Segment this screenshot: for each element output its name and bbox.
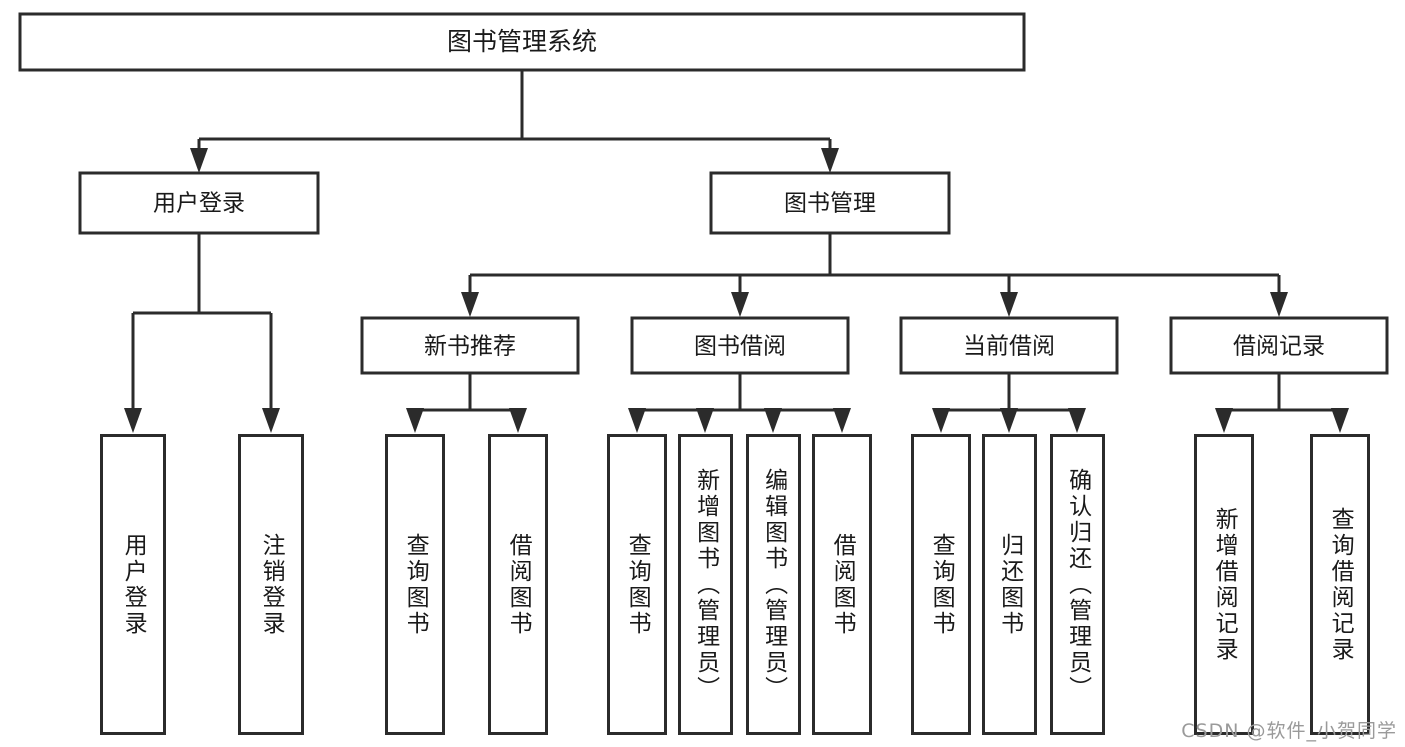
- leaf-currentborrow-return-book[interactable]: 归还图书: [982, 434, 1037, 735]
- leaf-newbook-query-book[interactable]: 查询图书: [385, 434, 445, 735]
- node-borrow-record-label: 借阅记录: [1233, 334, 1325, 360]
- arrowhead-newbook-leaf-2: [509, 408, 527, 433]
- arrowhead-to-borrow-record: [1270, 292, 1288, 317]
- node-user-login-label: 用户登录: [153, 191, 245, 217]
- leaf-label: 查询借阅记录: [1327, 506, 1354, 663]
- leaf-label: 新增图书（管理员）: [692, 467, 719, 702]
- arrowhead-to-current-borrow: [1000, 292, 1018, 317]
- leaf-label: 用户登录: [120, 532, 147, 637]
- node-new-book-recommend-box[interactable]: [360, 316, 580, 375]
- arrowhead-currentborrow-leaf-1: [932, 408, 950, 433]
- node-book-management-label: 图书管理: [784, 191, 876, 217]
- arrowhead-to-new-book: [461, 292, 479, 317]
- arrowhead-borrowrecord-leaf-1: [1215, 408, 1233, 433]
- leaf-label: 归还图书: [996, 532, 1023, 637]
- leaf-bookborrow-borrow-book[interactable]: 借阅图书: [812, 434, 872, 735]
- node-root[interactable]: 图书管理系统: [18, 12, 1026, 72]
- arrowhead-to-user-login: [190, 148, 208, 173]
- arrowhead-to-book-borrow: [731, 292, 749, 317]
- node-root-box[interactable]: [18, 12, 1026, 72]
- node-new-book-recommend-label: 新书推荐: [424, 334, 516, 360]
- arrowhead-userlogin-leaf-1: [124, 408, 142, 433]
- leaf-currentborrow-query-book[interactable]: 查询图书: [911, 434, 971, 735]
- arrowhead-to-book-manage: [821, 148, 839, 173]
- leaf-bookborrow-add-book-admin[interactable]: 新增图书（管理员）: [678, 434, 733, 735]
- leaf-user-login-logout[interactable]: 注销登录: [238, 434, 304, 735]
- node-user-login[interactable]: 用户登录: [78, 171, 320, 235]
- arrowhead-borrowrecord-leaf-2: [1331, 408, 1349, 433]
- node-borrow-record[interactable]: 借阅记录: [1169, 316, 1389, 375]
- leaf-bookborrow-query-book[interactable]: 查询图书: [607, 434, 667, 735]
- leaf-label: 新增借阅记录: [1211, 506, 1238, 663]
- node-book-borrow-label: 图书借阅: [694, 334, 786, 360]
- arrowhead-bookborrow-leaf-4: [833, 408, 851, 433]
- leaf-label: 查询图书: [402, 532, 429, 637]
- leaf-label: 查询图书: [928, 532, 955, 637]
- node-book-borrow[interactable]: 图书借阅: [630, 316, 850, 375]
- arrowhead-newbook-leaf-1: [406, 408, 424, 433]
- arrowhead-userlogin-leaf-2: [262, 408, 280, 433]
- leaf-label: 借阅图书: [505, 532, 532, 637]
- node-book-management[interactable]: 图书管理: [709, 171, 951, 235]
- node-root-label: 图书管理系统: [447, 27, 597, 56]
- leaf-borrowrecord-add-record[interactable]: 新增借阅记录: [1194, 434, 1254, 735]
- leaf-label: 注销登录: [258, 532, 285, 637]
- leaf-label: 确认归还（管理员）: [1064, 467, 1091, 702]
- leaf-newbook-borrow-book[interactable]: 借阅图书: [488, 434, 548, 735]
- leaf-bookborrow-edit-book-admin[interactable]: 编辑图书（管理员）: [746, 434, 801, 735]
- arrowhead-bookborrow-leaf-3: [764, 408, 782, 433]
- leaf-label: 借阅图书: [829, 532, 856, 637]
- leaf-label: 编辑图书（管理员）: [760, 467, 787, 702]
- node-current-borrow-label: 当前借阅: [963, 334, 1055, 360]
- arrowhead-currentborrow-leaf-3: [1068, 408, 1086, 433]
- leaf-user-login-login[interactable]: 用户登录: [100, 434, 166, 735]
- leaf-label: 查询图书: [624, 532, 651, 637]
- node-new-book-recommend[interactable]: 新书推荐: [360, 316, 580, 375]
- leaf-currentborrow-confirm-return-admin[interactable]: 确认归还（管理员）: [1050, 434, 1105, 735]
- watermark-text: CSDN @软件_小贺同学: [1181, 720, 1397, 742]
- arrowhead-bookborrow-leaf-1: [628, 408, 646, 433]
- arrowhead-bookborrow-leaf-2: [696, 408, 714, 433]
- arrowhead-currentborrow-leaf-2: [1000, 408, 1018, 433]
- leaf-borrowrecord-query-record[interactable]: 查询借阅记录: [1310, 434, 1370, 735]
- node-current-borrow[interactable]: 当前借阅: [899, 316, 1119, 375]
- node-current-borrow-box[interactable]: [899, 316, 1119, 375]
